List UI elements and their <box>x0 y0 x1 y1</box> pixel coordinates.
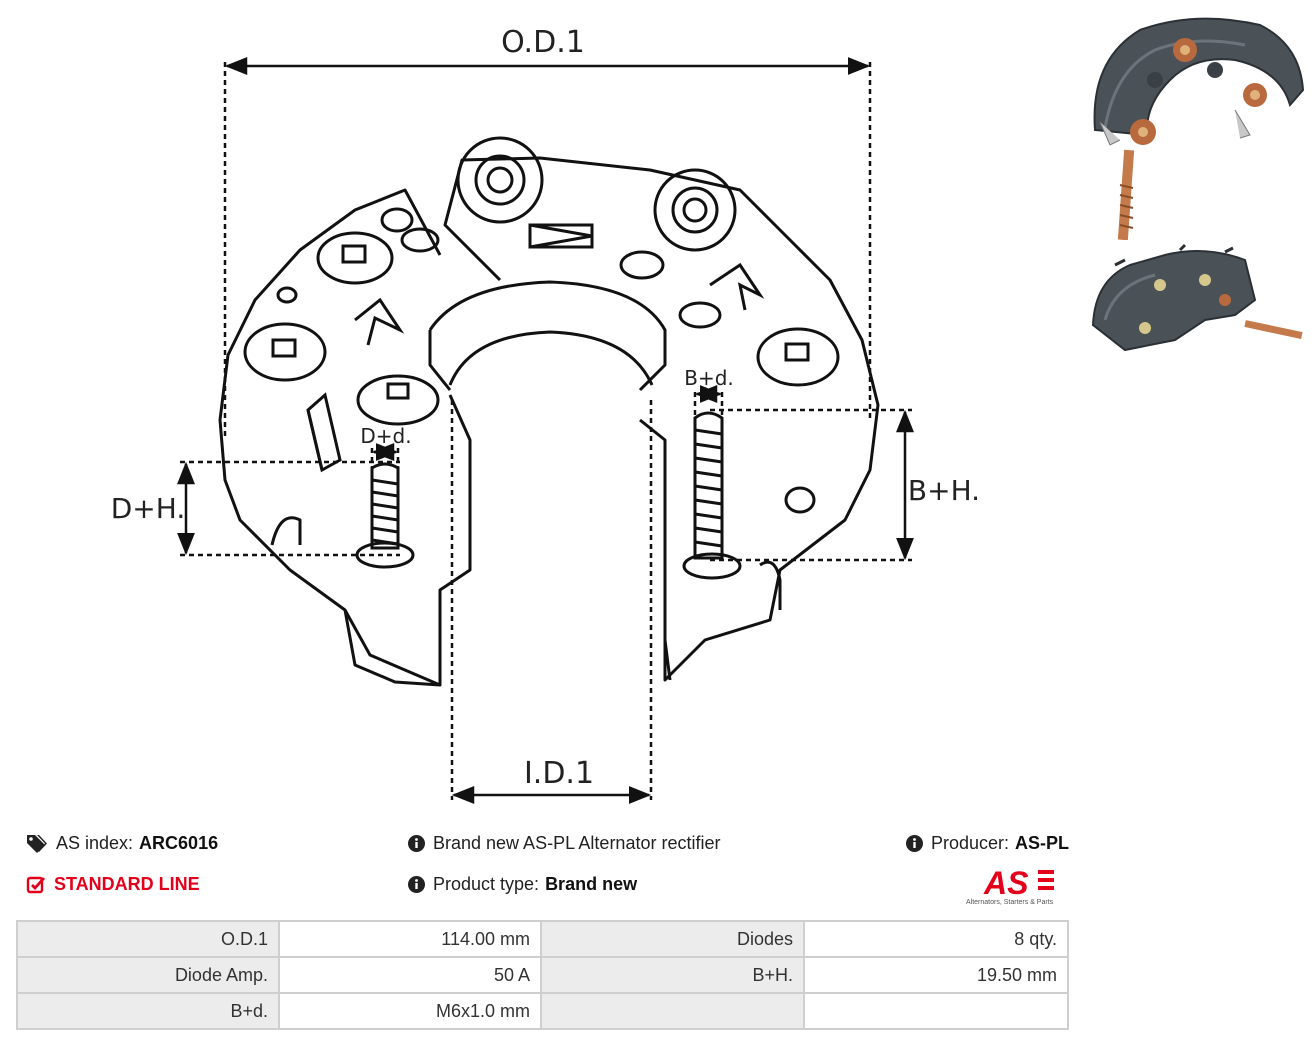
standard-line-badge: STANDARD LINE <box>26 874 200 895</box>
standard-line-text: STANDARD LINE <box>54 874 200 894</box>
bolts <box>355 411 742 580</box>
product-type: Product type: Brand new <box>408 874 637 895</box>
producer-label: Producer: <box>931 833 1010 853</box>
producer-value: AS-PL <box>1015 833 1070 853</box>
info-icon <box>408 876 425 893</box>
dh-label: D+H. <box>111 492 185 525</box>
spec-label: Diode Amp. <box>16 956 280 994</box>
spec-value <box>803 992 1069 1030</box>
spec-value: 8 qty. <box>803 920 1069 958</box>
tags-icon <box>27 834 47 853</box>
bd-label: B+d. <box>684 366 734 390</box>
rectifier-technical-drawing: O.D.1 I.D.1 D+H. D+d. B+H. B+d. <box>111 25 980 804</box>
specifications-table: O.D.1 114.00 mm Diodes 8 qty. Diode Amp.… <box>16 920 1069 1030</box>
as-index: AS index: ARC6016 <box>26 833 218 854</box>
dimension-arrows <box>177 57 914 804</box>
product-photo-top <box>1085 10 1307 245</box>
spec-value: M6x1.0 mm <box>278 992 542 1030</box>
spec-label: B+d. <box>16 992 280 1030</box>
info-icon <box>906 835 923 852</box>
id-label: I.D.1 <box>524 756 594 791</box>
product-photo-bottom <box>1085 240 1307 365</box>
description-text: Brand new AS-PL Alternator rectifier <box>433 833 721 853</box>
producer: Producer: AS-PL <box>906 833 1069 854</box>
product-type-value: Brand new <box>545 874 638 894</box>
spec-value: 114.00 mm <box>278 920 542 958</box>
table-row: O.D.1 114.00 mm Diodes 8 qty. <box>16 920 1069 958</box>
od-label: O.D.1 <box>501 25 585 60</box>
rectifier-body-outline <box>218 156 880 687</box>
info-icon <box>408 835 425 852</box>
as-index-label: AS index: <box>56 833 134 853</box>
dd-label: D+d. <box>360 424 411 448</box>
spec-label: Diodes <box>540 920 805 958</box>
spec-label: B+H. <box>540 956 805 994</box>
spec-value: 50 A <box>278 956 542 994</box>
logo-mark: AS <box>983 865 1029 901</box>
logo-tagline: Alternators, Starters & Parts <box>966 899 1054 906</box>
spec-value: 19.50 mm <box>803 956 1069 994</box>
table-row: Diode Amp. 50 A B+H. 19.50 mm <box>16 956 1069 994</box>
spec-label <box>540 992 805 1030</box>
as-index-value: ARC6016 <box>139 833 219 853</box>
as-pl-logo: AS Alternators, Starters & Parts <box>966 865 1054 906</box>
spec-label: O.D.1 <box>16 920 280 958</box>
description: Brand new AS-PL Alternator rectifier <box>408 833 720 854</box>
dimension-extension-lines <box>180 62 912 800</box>
bh-label: B+H. <box>908 474 980 507</box>
rectifier-terminals <box>243 136 840 514</box>
product-type-label: Product type: <box>433 874 540 894</box>
table-row: B+d. M6x1.0 mm <box>16 992 1069 1030</box>
checkbox-checked-icon <box>26 876 46 893</box>
